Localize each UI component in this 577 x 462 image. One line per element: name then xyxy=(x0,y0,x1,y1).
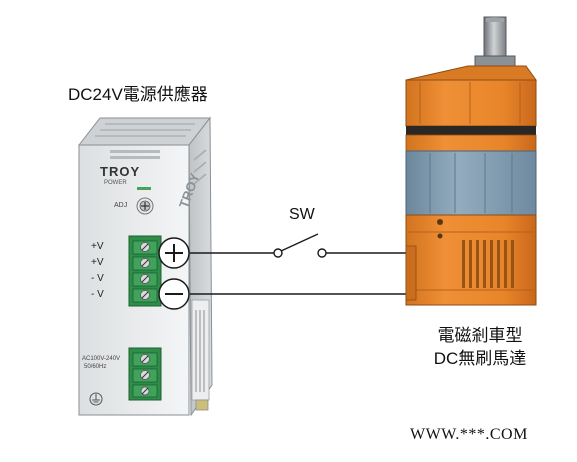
power-supply-title: DC24V電源供應器 xyxy=(68,85,208,104)
motor-label-line1: 電磁剎車型 xyxy=(437,326,523,345)
wiring xyxy=(190,233,410,295)
motor-label-line2: DC無刷馬達 xyxy=(433,349,527,368)
power-supply-unit xyxy=(77,116,213,417)
ac-input-label: AC100V-240V xyxy=(82,356,121,362)
brushless-motor xyxy=(405,16,537,306)
terminal-label-2: +V xyxy=(91,257,104,268)
terminal-label-4: - V xyxy=(91,289,104,300)
ac-freq-label: 50/60Hz xyxy=(84,364,107,370)
input-terminal-block xyxy=(128,347,162,401)
psu-brand: TROY xyxy=(100,164,141,179)
switch-label: SW xyxy=(289,206,315,223)
terminal-label-1: +V xyxy=(91,241,104,252)
website-footer: WWW.***.COM xyxy=(410,426,528,443)
negative-terminal-icon xyxy=(158,278,190,310)
positive-terminal-icon xyxy=(158,237,190,269)
cooling-fins xyxy=(462,240,514,288)
switch-contacts xyxy=(273,248,327,258)
switch-blade xyxy=(280,233,319,252)
ground-icon xyxy=(89,392,103,406)
adj-label: ADJ xyxy=(114,202,128,209)
terminal-label-3: - V xyxy=(91,273,104,284)
psu-sub: POWER xyxy=(104,180,127,186)
output-terminal-block xyxy=(128,235,162,307)
